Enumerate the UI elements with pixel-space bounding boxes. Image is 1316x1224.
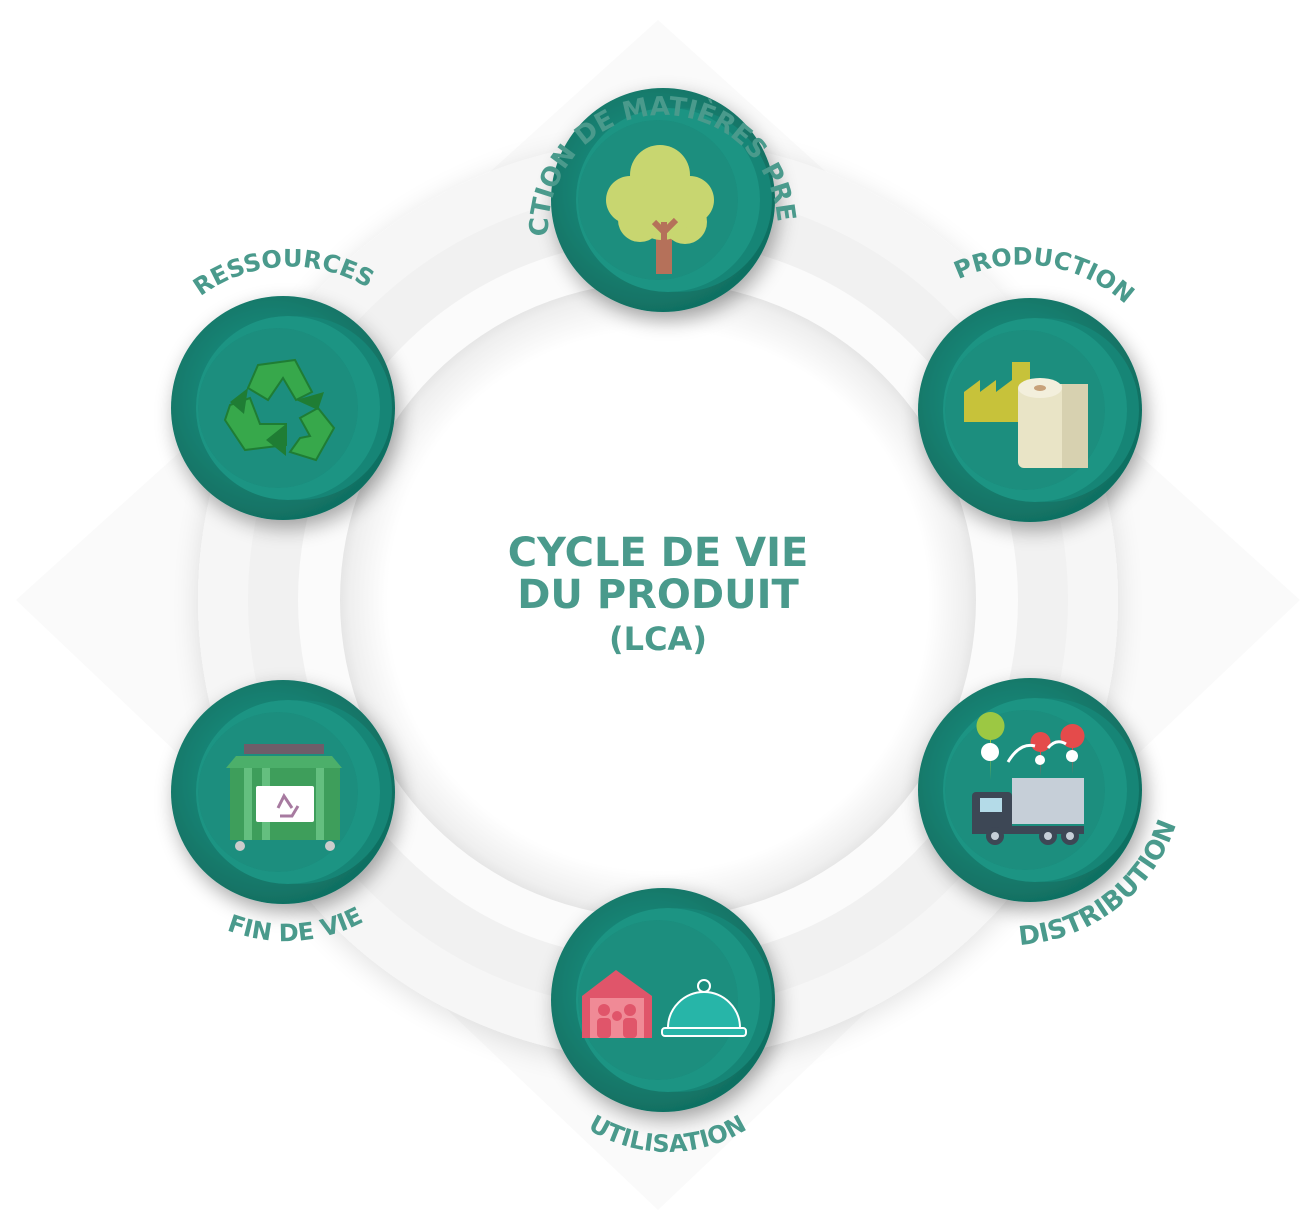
stage-production: PRODUCTION [918,243,1142,522]
stage-label-fin-de-vie: FIN DE VIE [224,902,366,948]
center-title-line1: CYCLE DE VIE [508,530,809,576]
stage-ressources: RESSOURCES [171,244,395,520]
stage-distribution: DISTRIBUTION [918,678,1183,952]
center-title: CYCLE DE VIE DU PRODUIT (LCA) [508,530,809,658]
recycling-container-icon [226,744,342,851]
factory-paper-roll-icon [964,362,1088,468]
stage-fin-de-vie: FIN DE VIE [171,680,395,947]
stage-utilisation: UTILISATION [551,888,775,1158]
center-title-line3: (LCA) [609,620,707,658]
delivery-truck-icon [972,712,1085,845]
center-title-line2: DU PRODUIT [517,572,799,618]
household-dish-icon [582,970,747,1038]
tree-icon [606,145,714,274]
cycle-ring [198,140,1118,1060]
recycle-icon [223,358,336,462]
